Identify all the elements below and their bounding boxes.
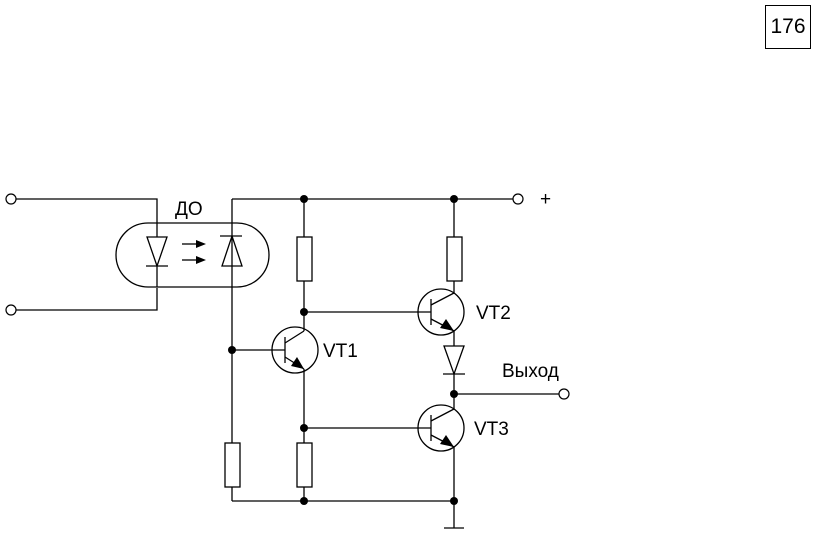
resistor-r4 [296, 442, 313, 488]
junction-dots [228, 195, 458, 505]
resistor-r1 [296, 236, 313, 282]
input-terminal-top [5, 193, 158, 223]
optocoupler [115, 222, 270, 288]
vt2-label: VT2 [476, 303, 511, 324]
vt3-label: VT3 [474, 419, 509, 440]
diode [443, 345, 465, 376]
resistor-r2 [446, 236, 463, 282]
optocoupler-label: ДО [175, 199, 203, 220]
output-label: Выход [502, 361, 559, 382]
transistor-vt3 [417, 404, 465, 452]
positive-rail [232, 193, 524, 205]
led-symbol [146, 223, 168, 287]
resistor-r3 [224, 442, 241, 488]
transistor-vt1 [271, 326, 319, 374]
page-number: 176 [765, 5, 811, 49]
input-terminal-bottom [5, 288, 158, 316]
plus-label: + [540, 189, 551, 210]
vt1-label: VT1 [323, 341, 358, 362]
light-arrows [182, 240, 206, 264]
transistor-vt2 [417, 288, 465, 336]
output-terminal [558, 388, 570, 400]
photodiode-symbol [220, 233, 243, 267]
